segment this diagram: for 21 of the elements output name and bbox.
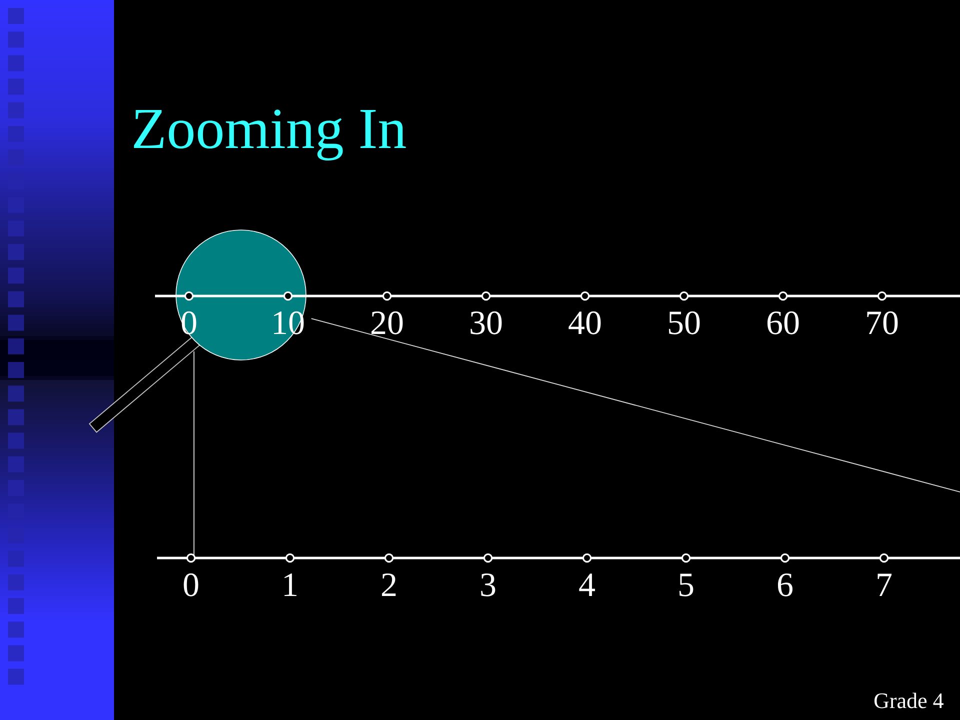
number-label: 7 (878, 574, 892, 596)
number-line (157, 556, 960, 560)
number-label: 0 (182, 311, 196, 334)
number-label: 30 (470, 311, 502, 334)
number-label: 4 (579, 574, 595, 596)
number-label: 6 (778, 574, 792, 596)
number-label: 40 (568, 311, 601, 334)
zoom-line (310, 318, 960, 492)
number-label: 1 (284, 574, 296, 596)
number-label: 0 (184, 573, 198, 596)
number-line (155, 294, 960, 298)
number-label: 50 (668, 311, 700, 334)
number-label: 70 (867, 311, 898, 334)
number-label: 2 (382, 574, 396, 596)
number-label: 3 (481, 574, 496, 596)
title: Zooming In (134, 110, 406, 160)
number-label: 20 (372, 311, 403, 334)
footer-text: Grade 4 (874, 692, 944, 708)
number-label: 60 (767, 311, 799, 334)
number-label: 5 (679, 574, 694, 596)
magnifying-glass (88, 230, 306, 433)
